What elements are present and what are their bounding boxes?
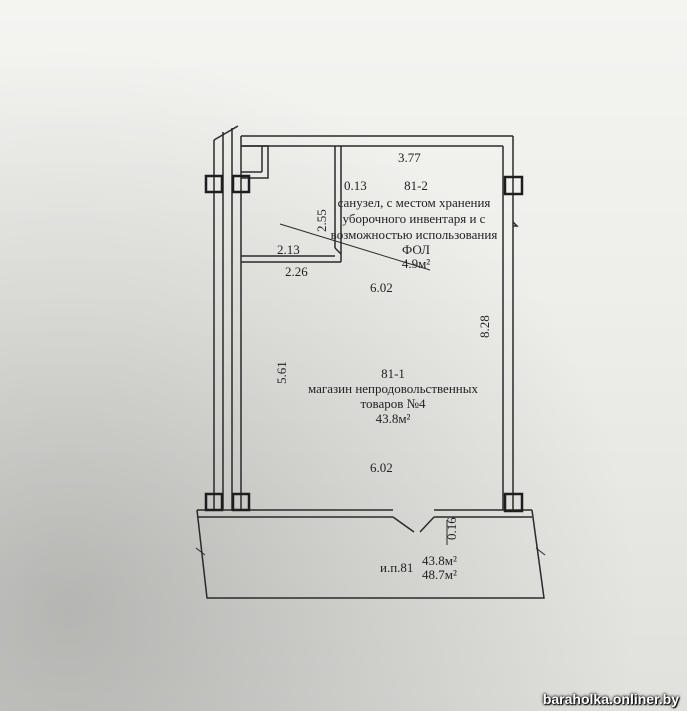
dim-right-height: 8.28 — [477, 315, 492, 338]
dim-bath-height: 2.55 — [314, 209, 329, 232]
bathroom-number: 81-2 — [404, 178, 428, 193]
bathroom-desc-3: возможностью использования — [331, 227, 498, 242]
dim-shop-width-top: 6.02 — [370, 280, 393, 295]
summary-total-area: 48.7м² — [422, 567, 457, 582]
right-wall-notch — [512, 221, 519, 227]
niche — [241, 145, 269, 179]
wall-break-mark — [213, 125, 239, 141]
column-bottom-left — [204, 492, 224, 512]
door-leaf-left — [392, 516, 415, 533]
bath-door — [334, 247, 342, 255]
door-leaf-right — [419, 516, 435, 533]
dim-top-width: 3.77 — [398, 150, 421, 165]
bathroom-desc-4: ФОЛ — [402, 242, 430, 257]
shop-number: 81-1 — [381, 366, 405, 381]
dim-shop-height: 5.61 — [274, 361, 289, 384]
column-top-left-2 — [231, 174, 251, 194]
column-bottom-left-2 — [231, 492, 251, 512]
shop-desc-1: магазин непродовольственных — [308, 381, 478, 396]
summary-main-area: 43.8м² — [422, 553, 457, 568]
bathroom-area: 4.9м² — [402, 256, 430, 271]
column-top-left — [204, 174, 224, 194]
bathroom-desc-1: санузел, с местом хранения — [338, 195, 491, 210]
bath-area-leader — [279, 223, 431, 271]
bathroom-label: 81-2 санузел, с местом хранения уборочно… — [331, 178, 498, 271]
shop-area: 43.8м² — [376, 411, 411, 426]
dim-bath-partition: 2.13 — [277, 242, 300, 257]
shop-desc-2: товаров №4 — [360, 396, 426, 411]
break-right — [535, 547, 546, 556]
dim-bath-width: 2.26 — [285, 264, 308, 279]
column-top-right — [503, 175, 524, 196]
dim-shop-width-bottom: 6.02 — [370, 460, 393, 475]
terrace-outline — [196, 509, 545, 599]
bathroom-desc-2: уборочного инвентаря и с — [343, 211, 486, 226]
break-left — [195, 547, 206, 556]
watermark: baraholka.onliner.by — [542, 691, 679, 707]
shop-label: 81-1 магазин непродовольственных товаров… — [308, 366, 478, 426]
dim-niche-width: 0.13 — [344, 178, 367, 193]
summary-label: и.п.81 — [380, 560, 413, 575]
dim-door-gap: 0.16 — [444, 517, 459, 540]
column-bottom-right — [503, 492, 524, 513]
